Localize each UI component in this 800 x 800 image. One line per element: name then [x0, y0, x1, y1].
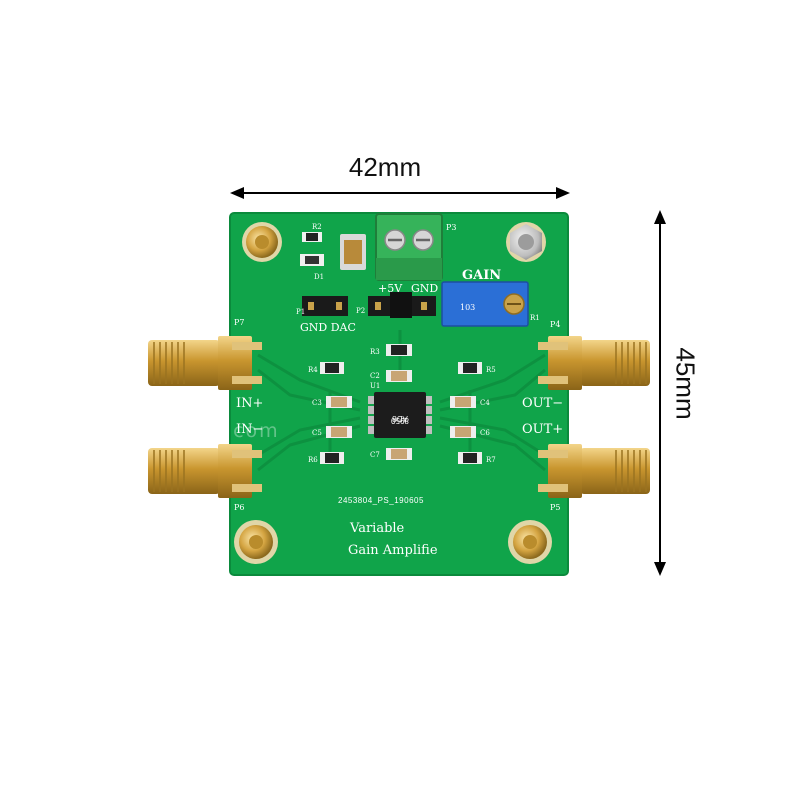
screw-terminal-p3 — [375, 213, 443, 281]
mounting-hole-br — [508, 520, 552, 564]
resistor-r6 — [320, 452, 344, 464]
resistor-r2 — [302, 232, 322, 242]
label-r3: R3 — [370, 348, 380, 356]
label-p4: P4 — [550, 320, 560, 329]
board-code: 2453804_PS_190605 — [338, 496, 424, 505]
ic-u1: AD8 8950 — [368, 392, 432, 438]
smd-components — [320, 344, 482, 464]
resistor-r3 — [386, 344, 412, 356]
label-p1: P1 — [296, 308, 305, 316]
label-gnd: GND — [411, 282, 438, 295]
label-c5: C5 — [312, 429, 322, 437]
capacitor-c2 — [386, 370, 412, 382]
label-p2: P2 — [356, 307, 365, 315]
label-r7: R7 — [486, 456, 496, 464]
board-title-line2: Gain Amplifie — [348, 543, 438, 558]
label-out-minus: OUT− — [522, 396, 563, 411]
label-c6: C6 — [480, 429, 490, 437]
label-r1: R1 — [530, 314, 540, 322]
label-c7: C7 — [370, 451, 380, 459]
mounting-hole-tl — [242, 222, 282, 262]
resistor-r7 — [458, 452, 482, 464]
label-plus5v: +5V — [378, 282, 403, 295]
label-gnd-dac: GND DAC — [300, 321, 356, 334]
mounting-hole-tr — [506, 222, 546, 262]
label-r4: R4 — [308, 366, 318, 374]
svg-text:8950: 8950 — [391, 416, 409, 425]
label-p7: P7 — [234, 318, 244, 327]
tantalum-capacitor — [340, 234, 366, 270]
resistor-r4 — [320, 362, 344, 374]
pin-header-p1 — [302, 296, 348, 316]
width-dimension-arrow — [230, 187, 570, 199]
label-gain: GAIN — [462, 268, 501, 283]
pin-header-p2 — [368, 292, 436, 318]
label-c3: C3 — [312, 399, 322, 407]
sma-connector-p4 — [538, 336, 650, 390]
capacitor-c5 — [326, 426, 352, 438]
label-d1: D1 — [314, 273, 324, 281]
capacitor-c3 — [326, 396, 352, 408]
label-c4: C4 — [480, 399, 490, 407]
sma-connector-p7 — [148, 336, 262, 390]
capacitor-c4 — [450, 396, 476, 408]
capacitor-c7 — [386, 448, 412, 460]
label-c2: C2 — [370, 372, 380, 380]
label-p5: P5 — [550, 503, 560, 512]
board-title-line1: Variable — [349, 521, 405, 536]
label-r2: R2 — [312, 223, 322, 231]
label-p3: P3 — [446, 223, 456, 232]
height-dimension-arrow — [654, 210, 666, 576]
label-in-plus: IN+ — [236, 396, 263, 411]
label-p6: P6 — [234, 503, 244, 512]
watermark: http .com — [170, 420, 280, 442]
svg-text:AD8: AD8 — [392, 414, 408, 423]
label-r5: R5 — [486, 366, 496, 374]
label-in-minus: IN− — [236, 422, 263, 437]
gain-potentiometer: 103 — [441, 281, 529, 327]
sma-connector-p5 — [538, 444, 650, 498]
capacitor-c6 — [450, 426, 476, 438]
label-u1: U1 — [370, 382, 380, 390]
width-label: 42mm — [348, 152, 422, 182]
svg-text:103: 103 — [460, 303, 475, 312]
resistor-r5 — [458, 362, 482, 374]
mounting-hole-bl — [234, 520, 278, 564]
diode-d1 — [300, 254, 324, 266]
sma-connector-p6 — [148, 444, 262, 498]
label-r6: R6 — [308, 456, 318, 464]
label-out-plus: OUT+ — [522, 422, 563, 437]
